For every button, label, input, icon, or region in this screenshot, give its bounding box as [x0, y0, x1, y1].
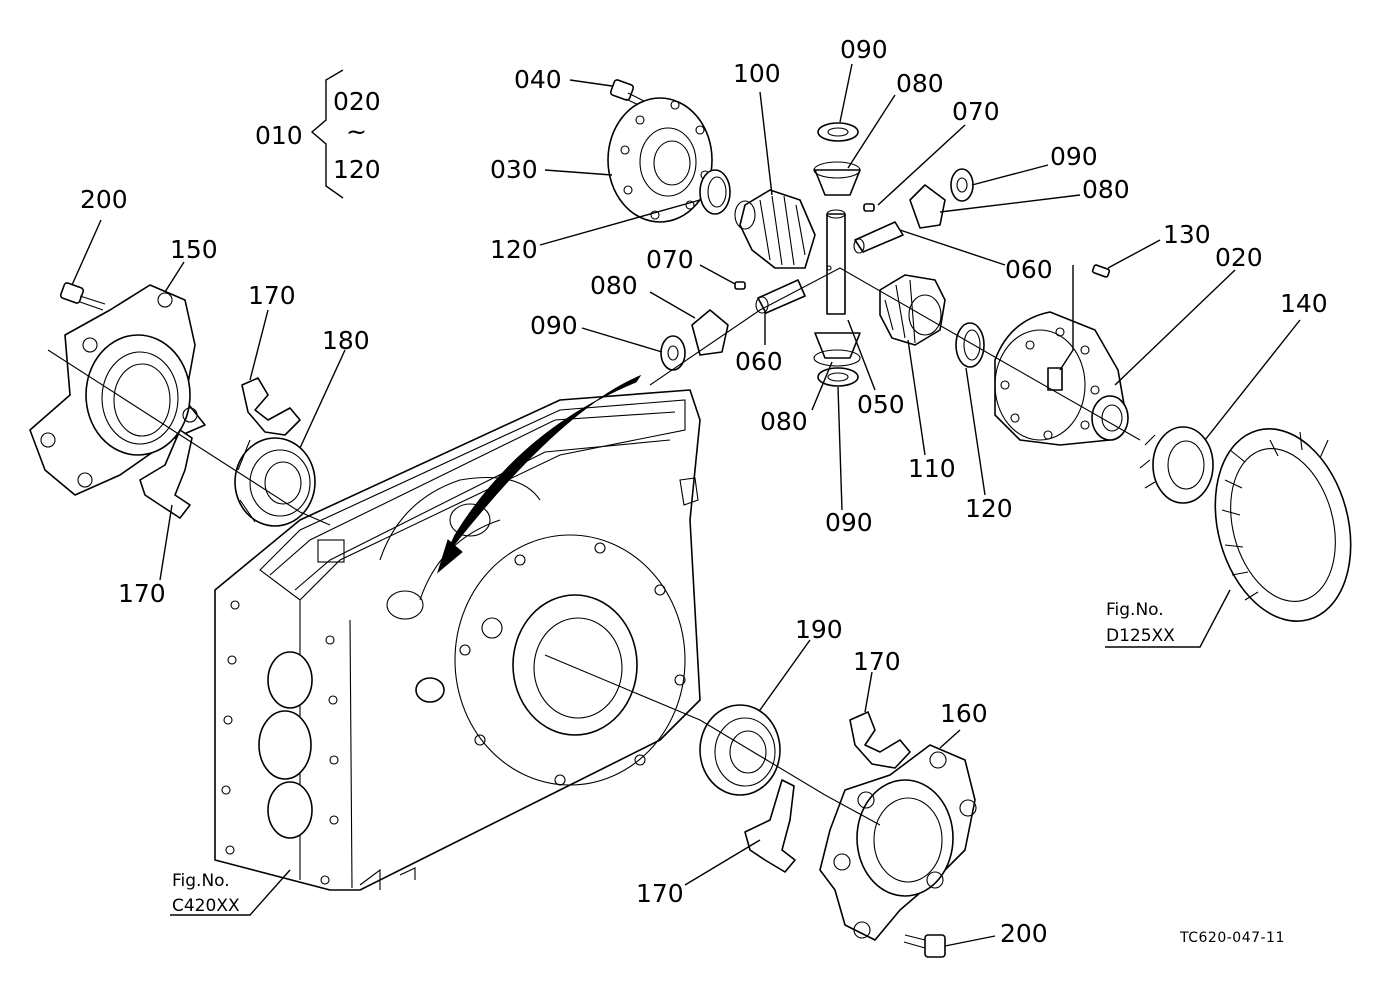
part-140-bearing [1139, 426, 1214, 504]
transmission-case [214, 389, 701, 891]
callout-120-upper[interactable]: 120 [490, 235, 538, 264]
part-200-bolt-upper [59, 282, 106, 311]
part-170-lock-plate-right-upper [849, 711, 911, 769]
part-100-side-gear [734, 189, 816, 269]
callout-120-range-end[interactable]: 120 [333, 155, 381, 184]
part-200-bolt-lower [903, 934, 946, 958]
part-120-shim-lower [955, 322, 985, 368]
part-180-ball-bearing [234, 437, 316, 527]
callout-090-left[interactable]: 090 [530, 311, 578, 340]
callout-200-upper[interactable]: 200 [80, 185, 128, 214]
part-090-washer-top [817, 122, 859, 142]
part-030-cover [607, 97, 713, 223]
callout-170-lower-right[interactable]: 170 [636, 879, 684, 908]
callout-160[interactable]: 160 [940, 699, 988, 728]
callout-150[interactable]: 150 [170, 235, 218, 264]
part-050-cross-shaft [826, 209, 846, 315]
figure-ref-case[interactable]: Fig.No. C420XX [172, 871, 240, 916]
figref-ring-gear-label: Fig.No. [1106, 600, 1164, 620]
callout-010[interactable]: 010 [255, 121, 303, 150]
ring-gear-reference [1214, 428, 1352, 622]
callout-170-lower-left[interactable]: 170 [118, 579, 166, 608]
part-070-pin-lower [734, 281, 746, 290]
case-bore-top [267, 651, 313, 709]
part-190-ball-bearing [699, 704, 781, 796]
callout-170-upper-left[interactable]: 170 [248, 281, 296, 310]
callout-090-top[interactable]: 090 [840, 35, 888, 64]
case-top-face [259, 399, 686, 601]
part-150-bearing-holder [29, 284, 206, 496]
figref-ring-gear-code[interactable]: D125XX [1106, 626, 1175, 646]
case-axle-bore [512, 594, 638, 736]
callout-070-upper[interactable]: 070 [952, 97, 1000, 126]
part-170-lock-plate-upper [241, 377, 301, 436]
callout-140[interactable]: 140 [1280, 289, 1328, 318]
case-bore-bottom [267, 781, 313, 839]
callout-060-lower[interactable]: 060 [735, 347, 783, 376]
callout-060-upper[interactable]: 060 [1005, 255, 1053, 284]
callout-080-left[interactable]: 080 [590, 271, 638, 300]
case-bore-middle [258, 710, 312, 780]
part-120-shim-upper [699, 169, 731, 215]
callout-090-right[interactable]: 090 [1050, 142, 1098, 171]
callout-040[interactable]: 040 [514, 65, 562, 94]
callout-130[interactable]: 130 [1163, 220, 1211, 249]
callout-080-right[interactable]: 080 [1082, 175, 1130, 204]
part-090-washer-bottom [817, 367, 859, 387]
range-tilde: ~ [346, 117, 367, 146]
part-040-bolt [609, 79, 649, 109]
callout-100[interactable]: 100 [733, 59, 781, 88]
callout-110[interactable]: 110 [908, 454, 956, 483]
callout-190[interactable]: 190 [795, 615, 843, 644]
case-left-bolt-holes [221, 600, 339, 885]
callout-070-lower[interactable]: 070 [646, 245, 694, 274]
figref-case-code[interactable]: C420XX [172, 896, 240, 916]
part-080-pinion-left [691, 309, 729, 356]
callout-080-top[interactable]: 080 [896, 69, 944, 98]
part-080-pinion-top [813, 161, 861, 196]
case-outline [214, 389, 701, 891]
callout-labels: 040 030 120 100 090 080 070 090 080 060 … [80, 35, 1328, 948]
part-170-lock-plate-lower [139, 429, 193, 519]
figref-case-label: Fig.No. [172, 871, 230, 891]
part-090-washer-left [660, 335, 686, 371]
callout-050[interactable]: 050 [857, 390, 905, 419]
callout-120-lower[interactable]: 120 [965, 494, 1013, 523]
group-brace [310, 69, 344, 199]
part-080-pinion-bottom [813, 332, 861, 367]
part-130-pin [1091, 264, 1111, 278]
part-020-differential-case [994, 311, 1129, 446]
callout-180[interactable]: 180 [322, 326, 370, 355]
document-id: TC620-047-11 [1179, 930, 1285, 946]
part-170-lock-plate-right-lower [744, 779, 796, 873]
assembly-group-bracket: 010 020 ~ 120 [255, 69, 381, 199]
case-side-flange [454, 534, 686, 786]
callout-200-lower[interactable]: 200 [1000, 919, 1048, 948]
case-side-bolt-holes [459, 542, 686, 786]
callout-170-upper-right[interactable]: 170 [853, 647, 901, 676]
part-160-bearing-holder [819, 744, 977, 941]
case-boss [415, 677, 445, 703]
callout-020-range-start[interactable]: 020 [333, 87, 381, 116]
callout-030[interactable]: 030 [490, 155, 538, 184]
callout-020[interactable]: 020 [1215, 243, 1263, 272]
part-060-shaft-upper [853, 221, 904, 254]
part-080-pinion-right [909, 184, 946, 229]
part-070-pin-upper [863, 203, 875, 212]
figure-ref-ring-gear[interactable]: Fig.No. D125XX [1106, 600, 1175, 646]
part-090-washer-right [950, 168, 974, 202]
callout-080-bottom[interactable]: 080 [760, 407, 808, 436]
leader-lines [71, 63, 1301, 947]
callout-090-bottom[interactable]: 090 [825, 508, 873, 537]
